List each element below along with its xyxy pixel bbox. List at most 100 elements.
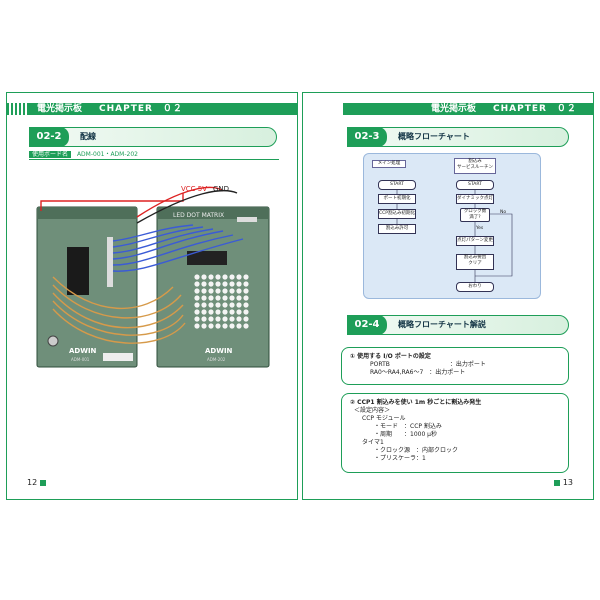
main-start: START xyxy=(378,180,416,190)
led-dot xyxy=(229,295,235,301)
box1-line-2: RA0～RA4,RA6～7 ：出力ポート xyxy=(370,369,466,376)
led-dot xyxy=(208,274,214,280)
led-dot xyxy=(208,316,214,322)
led-dot xyxy=(208,302,214,308)
flow-arrows xyxy=(396,190,513,282)
led-dot xyxy=(201,302,207,308)
led-dot xyxy=(243,281,249,287)
main-step-3: 割込み許可 xyxy=(378,224,416,234)
led-dot xyxy=(208,309,214,315)
led-dot xyxy=(201,274,207,280)
led-dot xyxy=(201,309,207,315)
box2-title: ② CCP1 割込みを使い 1m 秒ごとに割込み発生 xyxy=(350,399,482,406)
main-step-2: CCP割込み初期化 xyxy=(378,209,416,219)
right-page: 電光掲示板 CHAPTER ０２ 02-3 概略フローチャート メイン処理 割込… xyxy=(302,92,594,500)
led-dot xyxy=(194,274,200,280)
led-dot xyxy=(222,295,228,301)
led-dot xyxy=(215,309,221,315)
led-dot xyxy=(229,309,235,315)
chapter-bar: 電光掲示板 CHAPTER ０２ xyxy=(343,103,594,115)
led-dot xyxy=(208,323,214,329)
led-dot xyxy=(194,316,200,322)
section-title: 配線 xyxy=(80,132,96,141)
led-dot xyxy=(201,281,207,287)
led-dot xyxy=(208,295,214,301)
led-dot xyxy=(194,323,200,329)
left-page: 電光掲示板 CHAPTER ０２ 02-2 配線 使用ボード名 ADM-001・… xyxy=(6,92,298,500)
gnd-label: GND xyxy=(213,185,229,193)
wiring-photo: LED DOT MATRIX VCC 5V GND xyxy=(36,185,270,368)
chapter-label: CHAPTER ０２ xyxy=(99,104,183,114)
box1-title: ① 使用する I/O ポートの設定 xyxy=(350,353,431,360)
led-dot xyxy=(208,281,214,287)
led-dot xyxy=(215,323,221,329)
page-marker xyxy=(554,479,561,486)
flowchart: メイン処理 割込み サービスルーチン START ポート初期化 CCP割込み初期… xyxy=(363,153,541,299)
led-dot xyxy=(236,274,242,280)
board1-model: ADM-001 xyxy=(71,357,90,362)
led-dot xyxy=(236,309,242,315)
led-dot xyxy=(243,295,249,301)
led-dot xyxy=(201,288,207,294)
led-dot xyxy=(243,323,249,329)
led-dot xyxy=(229,288,235,294)
section-number: 02-4 xyxy=(347,315,387,335)
led-dot xyxy=(215,274,221,280)
box2-line-5: タイマ1 xyxy=(362,439,384,446)
page-marker xyxy=(39,479,46,486)
led-dot xyxy=(243,309,249,315)
vcc-label: VCC 5V xyxy=(181,185,207,193)
led-matrix-label: LED DOT MATRIX xyxy=(173,212,224,219)
led-dot xyxy=(222,288,228,294)
isr-end: おわり xyxy=(456,282,494,292)
led-dot xyxy=(243,302,249,308)
isr-start: START xyxy=(456,180,494,190)
box1-line-1: PORTB ：出力ポート xyxy=(370,361,486,368)
chapter-label: CHAPTER ０２ xyxy=(493,104,577,114)
led-dot xyxy=(222,309,228,315)
isr-decision: クロック数 満了? xyxy=(460,208,490,222)
led-dot xyxy=(236,281,242,287)
board2-brand: ADWIN xyxy=(205,347,233,355)
page-number-text: 13 xyxy=(562,478,573,487)
page-number-left: 12 xyxy=(27,478,46,487)
led-dot xyxy=(215,288,221,294)
led-dot xyxy=(201,316,207,322)
led-dot xyxy=(243,288,249,294)
chapter-stripes xyxy=(7,103,27,115)
no-label: No xyxy=(500,210,507,215)
section-header-wiring: 02-2 配線 xyxy=(29,127,277,147)
led-dot xyxy=(222,281,228,287)
led-dot xyxy=(229,316,235,322)
led-dot xyxy=(194,288,200,294)
led-dot xyxy=(215,295,221,301)
led-dot xyxy=(229,274,235,280)
led-dot xyxy=(222,323,228,329)
box2-line-4: ・周期 ：1000 μ秒 xyxy=(374,431,437,438)
led-dot xyxy=(236,302,242,308)
led-dot xyxy=(208,288,214,294)
chapter-bar: 電光掲示板 CHAPTER ０２ xyxy=(27,103,297,115)
box2-line-2: CCP モジュール xyxy=(362,415,406,422)
led-dot xyxy=(215,302,221,308)
explanation-box-1: ① 使用する I/O ポートの設定 PORTB ：出力ポート RA0～RA4,R… xyxy=(341,347,569,385)
led-dot xyxy=(236,288,242,294)
led-dot xyxy=(243,274,249,280)
led-dot xyxy=(222,274,228,280)
main-step-1: ポート初期化 xyxy=(378,194,416,204)
chapter-title: 電光掲示板 xyxy=(37,104,83,114)
led-dot xyxy=(194,302,200,308)
section-header-flowchart: 02-3 概略フローチャート xyxy=(347,127,569,147)
box2-line-1: ＜設定内容＞ xyxy=(354,407,391,414)
led-dot xyxy=(229,323,235,329)
isr-step-2: 点灯パターン変更 xyxy=(456,236,494,246)
board1-brand: ADWIN xyxy=(69,347,97,355)
box2-line-3: ・モード ：CCP 割込み xyxy=(374,423,442,430)
led-dot xyxy=(194,309,200,315)
yes-label: Yes xyxy=(476,226,484,231)
section-number: 02-3 xyxy=(347,127,387,147)
led-dot xyxy=(215,281,221,287)
led-dot xyxy=(194,295,200,301)
led-dot xyxy=(201,295,207,301)
isr-step-3: 割込み要因 クリア xyxy=(456,254,494,270)
